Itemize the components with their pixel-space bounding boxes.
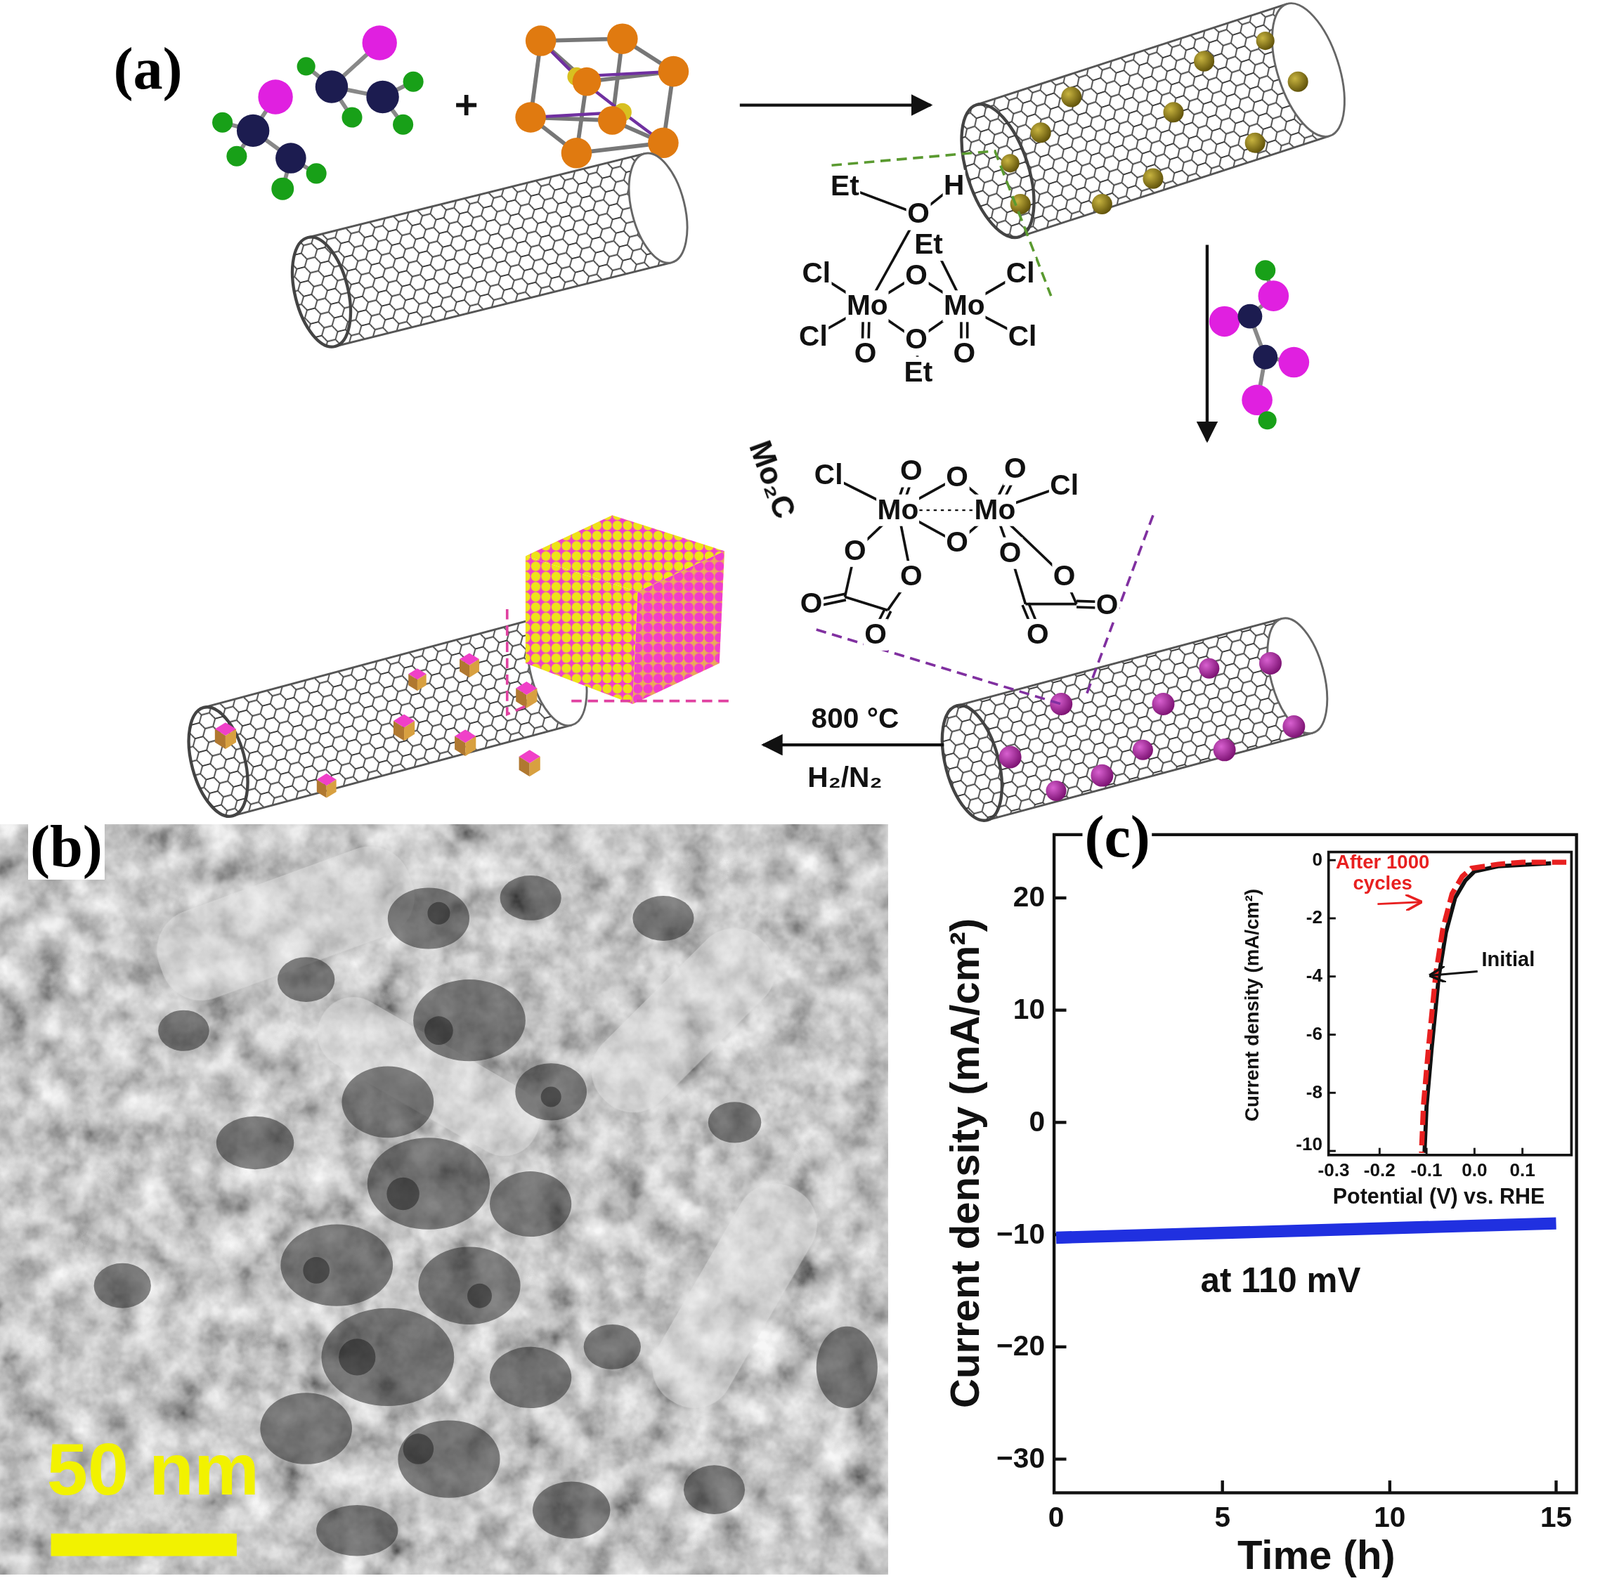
axis-text: −30 bbox=[996, 1443, 1045, 1475]
axis-text: Current density (mA/cm²) bbox=[941, 918, 987, 1409]
atom-label: O bbox=[904, 323, 929, 356]
atom-label: Mo bbox=[876, 494, 920, 527]
axis-text: -0.1 bbox=[1410, 1161, 1443, 1182]
axis-text: −20 bbox=[996, 1331, 1045, 1364]
atom-label: O bbox=[904, 259, 929, 292]
atom-label: Cl bbox=[1004, 257, 1036, 290]
zoom-lines bbox=[507, 151, 1154, 715]
axis-text: -10 bbox=[1295, 1134, 1323, 1156]
atom-label: O bbox=[997, 537, 1023, 570]
axis-text: 10 bbox=[1013, 994, 1045, 1026]
atom-label: O bbox=[899, 456, 925, 488]
atom-label: Cl bbox=[1006, 321, 1038, 353]
panel-label: (b) bbox=[28, 814, 105, 880]
atom-label: O bbox=[1051, 560, 1077, 593]
axis-text: 15 bbox=[1540, 1502, 1572, 1534]
inset-chart bbox=[1328, 852, 1572, 1156]
atom-label: O bbox=[853, 338, 878, 371]
axis-text: Time (h) bbox=[1237, 1532, 1396, 1578]
axis-text: H₂/N₂ bbox=[807, 763, 882, 795]
precursor-molecules bbox=[222, 42, 414, 190]
axis-text: 10 bbox=[1373, 1502, 1406, 1534]
axis-text: 0.1 bbox=[1509, 1161, 1535, 1182]
precursor-atoms bbox=[212, 25, 424, 200]
particles bbox=[1001, 31, 1309, 215]
atom-label: O bbox=[1025, 619, 1051, 651]
axis-text: 0.0 bbox=[1461, 1161, 1487, 1182]
atom-label: O bbox=[952, 338, 977, 371]
axis-text: at 110 mV bbox=[1200, 1261, 1362, 1300]
nanotube bbox=[282, 146, 698, 353]
mo-cluster bbox=[515, 23, 689, 168]
atom-label: Cl bbox=[812, 459, 844, 492]
atom-label: Mo bbox=[846, 290, 890, 322]
axis-text: 20 bbox=[1013, 882, 1045, 915]
axis-text: -0.3 bbox=[1317, 1161, 1350, 1182]
axis-text: −10 bbox=[996, 1219, 1045, 1251]
nanotube bbox=[947, 0, 1359, 247]
carbide-particles bbox=[215, 652, 541, 798]
axis-text: -6 bbox=[1306, 1024, 1323, 1045]
atom-label: Mo₂C bbox=[742, 435, 803, 525]
chart-axes bbox=[1054, 834, 1577, 1494]
atom-label: O bbox=[945, 527, 970, 559]
axis-text: 0 bbox=[1028, 1106, 1045, 1139]
atom-label: O bbox=[798, 588, 824, 620]
atom-label: Et bbox=[902, 356, 934, 389]
atom-label: Et bbox=[829, 170, 861, 203]
atom-label: O bbox=[863, 619, 889, 651]
atom-label: O bbox=[843, 535, 868, 568]
axis-text: 0 bbox=[1048, 1502, 1065, 1534]
atom-label: O bbox=[906, 198, 932, 231]
chronoamperometry-curve bbox=[1056, 1223, 1557, 1238]
atom-label: O bbox=[899, 560, 925, 593]
atom-label: Mo bbox=[942, 290, 986, 322]
atom-label: H bbox=[942, 170, 966, 202]
atom-label: Mo bbox=[973, 494, 1017, 527]
axis-text: Current density (mA/cm²) bbox=[1242, 888, 1264, 1122]
axis-text: -2 bbox=[1306, 908, 1323, 929]
tem-image bbox=[0, 824, 888, 1575]
atom-label: Cl bbox=[801, 257, 832, 290]
nanotube bbox=[931, 612, 1338, 828]
oxalate-molecule bbox=[1209, 259, 1310, 430]
atom-label: O bbox=[1003, 453, 1029, 486]
axis-text: 5 bbox=[1214, 1502, 1231, 1534]
atom-label: Cl bbox=[798, 321, 830, 353]
panel-label: (a) bbox=[111, 36, 185, 102]
axis-text: -4 bbox=[1306, 966, 1323, 987]
reaction-arrows bbox=[739, 105, 1208, 746]
axis-text: 800 °C bbox=[811, 703, 900, 736]
particles bbox=[999, 652, 1306, 802]
axis-text: 0 bbox=[1311, 850, 1323, 871]
axis-text: -0.2 bbox=[1363, 1161, 1396, 1182]
atom-label: O bbox=[1094, 589, 1120, 622]
axis-text: Initial bbox=[1481, 947, 1535, 971]
plus-sign bbox=[456, 94, 477, 116]
mo2c-cube bbox=[525, 515, 725, 705]
axis-text: -8 bbox=[1306, 1082, 1323, 1104]
axis-text: Potential (V) vs. RHE bbox=[1332, 1184, 1546, 1208]
atom-label: Cl bbox=[1049, 470, 1081, 502]
panel-label: (c) bbox=[1082, 803, 1152, 870]
structure-bonds bbox=[810, 185, 1107, 636]
scale-bar-label: 50 nm bbox=[47, 1429, 260, 1511]
curve-note: After 1000 cycles bbox=[1331, 852, 1434, 896]
atom-label: Et bbox=[913, 229, 945, 261]
atom-label: O bbox=[945, 461, 970, 494]
